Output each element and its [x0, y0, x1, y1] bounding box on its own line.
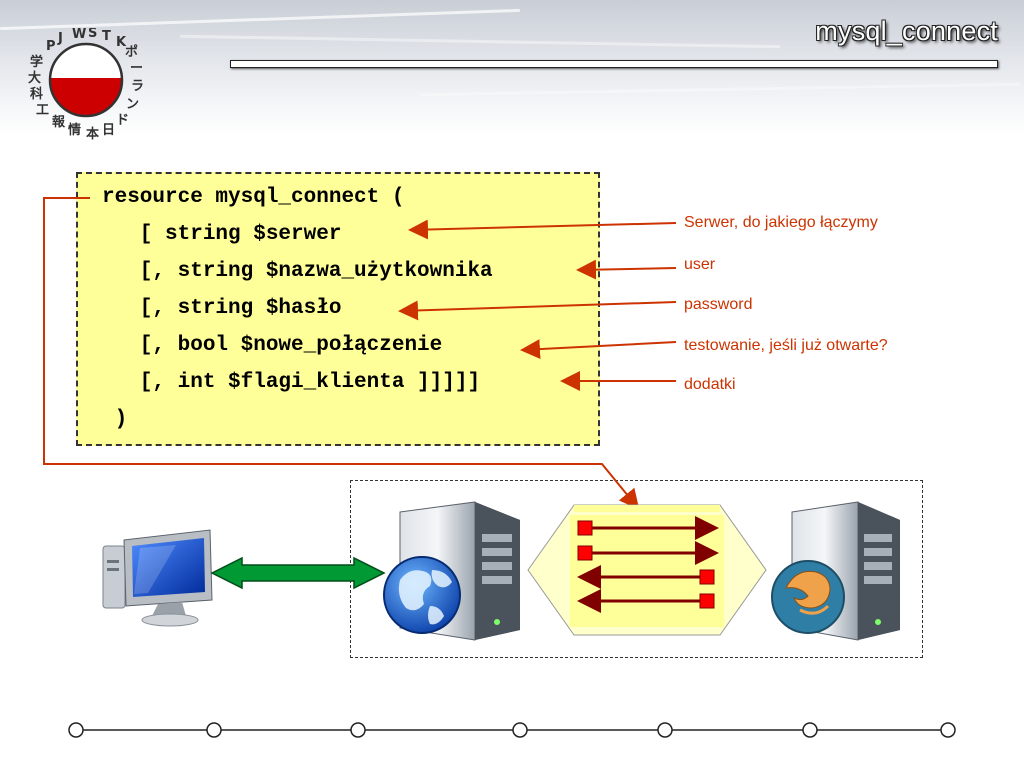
annotation-arrows	[398, 219, 677, 391]
arrow-to-haslo	[398, 300, 677, 321]
svg-text:S: S	[88, 28, 97, 41]
code-line: [, string $nazwa_użytkownika	[102, 260, 493, 283]
connector-line	[43, 197, 640, 510]
client-server-arrow	[210, 556, 386, 590]
title-underline	[230, 60, 998, 68]
annotation-user: user	[684, 256, 716, 273]
request-packet-1	[577, 520, 593, 536]
svg-text:大: 大	[28, 70, 41, 86]
code-line: [, int $flagi_klienta ]]]]]	[102, 371, 481, 394]
svg-text:ン: ン	[126, 97, 139, 112]
svg-text:P: P	[46, 39, 56, 54]
svg-text:科: 科	[30, 86, 43, 102]
code-line: [, bool $nowe_połączenie	[102, 334, 443, 357]
annotation-password: password	[684, 296, 753, 313]
svg-text:工: 工	[36, 103, 49, 118]
code-line: )	[102, 408, 128, 431]
svg-text:ー: ー	[130, 61, 143, 76]
svg-text:報: 報	[52, 114, 66, 130]
request-packet-2	[577, 545, 593, 561]
arrow-to-serwer	[408, 219, 677, 240]
annotation-new-link: testowanie, jeśli już otwarte?	[684, 337, 888, 354]
svg-text:本: 本	[86, 126, 99, 140]
web-server-icon	[383, 501, 520, 641]
arrow-to-nazwa	[576, 259, 677, 280]
slide-header: mysql_connect	[0, 0, 1024, 135]
svg-text:日: 日	[102, 123, 115, 138]
bottom-timeline	[68, 722, 956, 738]
svg-text:ポ: ポ	[125, 44, 138, 60]
data-exchange-area	[527, 504, 767, 636]
annotation-server: Serwer, do jakiego łączymy	[684, 214, 878, 231]
slide-title: mysql_connect	[815, 16, 998, 46]
svg-text:ド: ド	[116, 113, 129, 128]
code-line: resource mysql_connect (	[102, 186, 405, 209]
svg-text:K: K	[116, 35, 127, 50]
code-line: [, string $hasło	[102, 297, 342, 320]
function-signature-box: resource mysql_connect ( [ string $serwe…	[76, 172, 600, 446]
svg-text:T: T	[102, 29, 111, 44]
desktop-computer-icon	[102, 529, 213, 627]
response-packet-2	[699, 593, 715, 609]
code-line: [ string $serwer	[102, 223, 342, 246]
annotation-flags: dodatki	[684, 376, 736, 393]
response-packet-1	[699, 569, 715, 585]
svg-text:学: 学	[30, 54, 43, 70]
mysql-server-icon	[771, 501, 900, 641]
svg-text:情: 情	[68, 122, 81, 138]
svg-text:W: W	[72, 28, 86, 42]
svg-text:J: J	[57, 31, 63, 46]
svg-text:ラ: ラ	[131, 79, 144, 94]
arrow-to-nowe	[520, 339, 677, 360]
